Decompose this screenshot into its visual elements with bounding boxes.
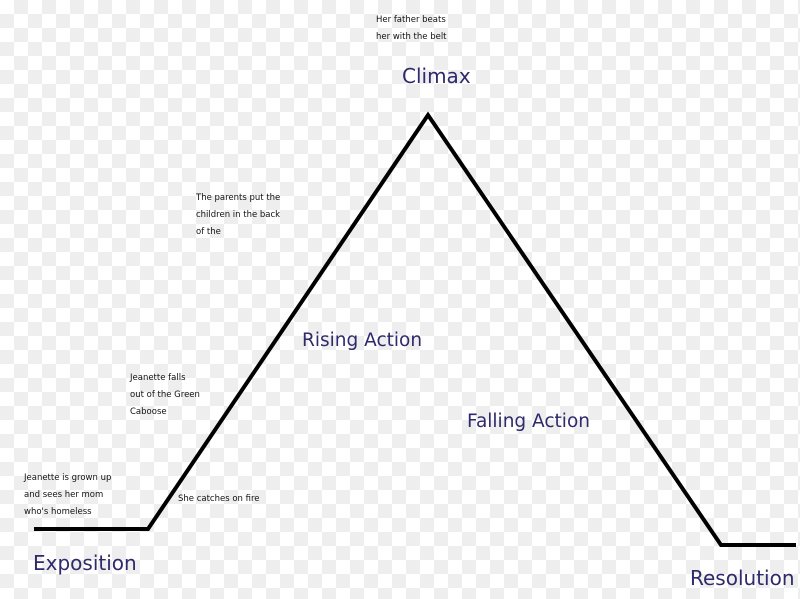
note-line: Her father beats — [376, 15, 446, 25]
note-line: The parents put the — [196, 193, 281, 203]
stage-resolution: Resolution — [690, 566, 795, 590]
stage-rising-action: Rising Action — [302, 330, 423, 351]
event-fire-note: She catches on fire — [178, 491, 260, 508]
event-exposition-note: Jeanette is grown up and sees her mom wh… — [24, 470, 111, 521]
note-line: Jeanette falls — [130, 373, 186, 383]
note-line: who's homeless — [24, 507, 92, 517]
note-line: children in the back — [196, 210, 281, 220]
plot-line — [34, 111, 796, 547]
stage-falling-action: Falling Action — [467, 411, 590, 432]
note-line: out of the Green — [130, 390, 200, 400]
note-line: She catches on fire — [178, 494, 260, 504]
note-line: her with the belt — [376, 32, 447, 42]
note-line: and sees her mom — [24, 490, 104, 500]
event-climax-note: Her father beats her with the belt — [376, 12, 447, 46]
event-parents-note: The parents put the children in the back… — [196, 190, 280, 241]
note-line: Jeanette is grown up — [24, 473, 112, 483]
event-caboose-note: Jeanette falls out of the Green Caboose — [130, 370, 200, 421]
stage-climax: Climax — [402, 64, 471, 88]
note-line: Caboose — [130, 407, 167, 417]
stage-exposition: Exposition — [33, 551, 137, 575]
note-line: of the — [196, 227, 221, 237]
